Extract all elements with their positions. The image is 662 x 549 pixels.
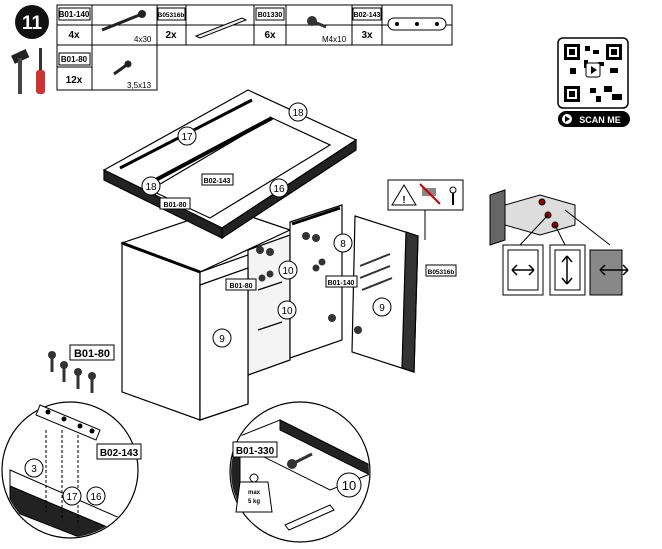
- svg-text:B01-80: B01-80: [74, 348, 110, 360]
- part-b01-140: B01-140 4x 4x30: [58, 7, 152, 44]
- svg-text:!: !: [402, 195, 405, 206]
- callout-9-left: 9: [212, 328, 232, 348]
- scan-me-button[interactable]: SCAN ME: [558, 111, 630, 127]
- hammer-icon: [11, 48, 30, 94]
- label-b01-80-mid: B01-80: [225, 278, 257, 291]
- part-size: M4x10: [322, 35, 347, 44]
- label-b02-143-top: B02-143: [201, 173, 234, 186]
- label-b01-80-top: B01-80: [159, 197, 191, 210]
- svg-text:B01-330: B01-330: [236, 446, 275, 457]
- part-size: 3,5x13: [127, 81, 152, 90]
- svg-text:B01-140: B01-140: [328, 280, 355, 287]
- svg-text:10: 10: [282, 266, 294, 277]
- callout-18-top: 18: [288, 102, 308, 122]
- part-qty: 12x: [66, 75, 83, 86]
- svg-text:16: 16: [90, 492, 102, 503]
- screw-set: [256, 232, 393, 334]
- svg-text:B01-80: B01-80: [164, 202, 187, 209]
- warning-triangle-icon: [391, 184, 417, 206]
- svg-text:max: max: [248, 490, 261, 496]
- svg-text:B02-143: B02-143: [204, 178, 231, 185]
- arrow-vertical-icon: [561, 255, 573, 285]
- svg-text:3: 3: [31, 464, 37, 475]
- label-b01-80-detail: B01-80: [69, 344, 115, 361]
- label-b02-143-detail: B02-143: [96, 443, 142, 460]
- screwdriver-icon: [449, 186, 457, 205]
- svg-text:18: 18: [145, 182, 157, 193]
- svg-text:10: 10: [342, 478, 356, 493]
- callout-17-detail: 17: [62, 486, 82, 506]
- detail-connector: [1, 351, 139, 539]
- callout-10-lower: 10: [277, 300, 297, 320]
- svg-text:18: 18: [292, 108, 304, 119]
- svg-text:B02-143: B02-143: [100, 448, 139, 459]
- part-code: B01-80: [61, 55, 88, 64]
- svg-text:8: 8: [340, 239, 346, 250]
- hinge-adjust-vertical: [549, 244, 586, 296]
- callout-17: 17: [177, 126, 197, 146]
- weight-icon: max 5 kg: [235, 473, 273, 513]
- scan-me-label: SCAN ME: [579, 115, 621, 125]
- part-code: B01330: [258, 12, 283, 19]
- callout-10-detail: 10: [336, 472, 362, 498]
- label-b01-330-detail: B01-330: [232, 441, 278, 458]
- hinge-adjust-depth: [589, 249, 629, 296]
- parts-table: [56, 4, 453, 91]
- screw-long-icon: [101, 10, 146, 32]
- step-badge: 11: [15, 5, 49, 39]
- svg-text:16: 16: [273, 184, 285, 195]
- step-number: 11: [22, 13, 43, 34]
- callout-10-upper: 10: [278, 260, 298, 280]
- part-b01330: B01330 6x M4x10: [255, 7, 347, 44]
- label-b01-140-door: B01-140: [325, 275, 358, 288]
- part-qty: 6x: [264, 30, 276, 41]
- play-icon: [591, 66, 597, 74]
- svg-text:10: 10: [281, 306, 293, 317]
- bolt-icon: [287, 452, 313, 469]
- part-b01-80: B01-80 12x 3,5x13: [58, 52, 152, 90]
- part-qty: 4x: [68, 30, 80, 41]
- handle-icon: [194, 17, 248, 39]
- hinge-detail: [489, 189, 611, 246]
- part-b05316b: B05316b 2x: [157, 7, 248, 41]
- no-power-drill-icon: [419, 183, 441, 205]
- svg-text:9: 9: [219, 334, 225, 345]
- play-icon: [565, 116, 570, 122]
- part-code: B01-140: [59, 10, 90, 19]
- bolt-icon: [307, 16, 327, 29]
- callout-8: 8: [333, 233, 353, 253]
- label-b05316-door: B05316b: [425, 264, 457, 277]
- callout-3: 3: [24, 458, 44, 478]
- part-qty: 2x: [165, 30, 177, 41]
- detail-drawer-handle: max 5 kg: [229, 401, 371, 543]
- part-qty: 3x: [361, 30, 373, 41]
- part-code: B05316b: [158, 12, 185, 19]
- screw-short-icon: [113, 60, 132, 76]
- cabinet-illustration: [120, 204, 419, 421]
- part-size: 4x30: [134, 35, 152, 44]
- hinge-adjust-horizontal: [502, 244, 544, 296]
- svg-text:17: 17: [66, 492, 78, 503]
- part-code: B02-143: [354, 12, 381, 19]
- svg-text:B05316b: B05316b: [428, 269, 455, 276]
- svg-text:5 kg: 5 kg: [248, 499, 260, 505]
- svg-text:17: 17: [181, 132, 193, 143]
- arrow-horizontal-icon: [511, 264, 535, 276]
- svg-text:B01-80: B01-80: [230, 283, 253, 290]
- callout-16-detail: 16: [86, 486, 106, 506]
- connector-plate-icon: [387, 17, 447, 31]
- screw-set-detail: [48, 351, 96, 393]
- callout-18-left: 18: [141, 176, 161, 196]
- warning-box: !: [387, 179, 464, 240]
- svg-text:9: 9: [379, 303, 385, 314]
- callout-9-door: 9: [372, 297, 392, 317]
- screwdriver-icon: [36, 48, 45, 94]
- callout-16: 16: [269, 178, 289, 198]
- arrow-depth-icon: [599, 264, 629, 276]
- qr-code: [557, 37, 629, 109]
- part-b02-143: B02-143 3x: [352, 7, 447, 41]
